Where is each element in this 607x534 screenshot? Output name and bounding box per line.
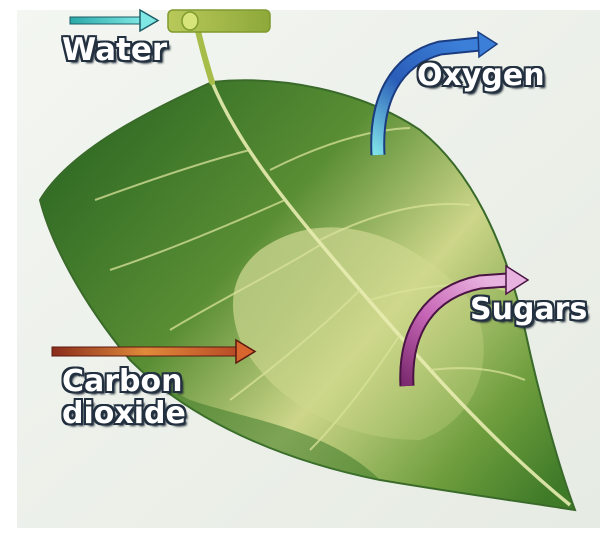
carbon-dioxide-label-line2: dioxide [62, 398, 186, 430]
water-label: Water [62, 34, 167, 67]
carbon-dioxide-label-line1: Carbon [62, 366, 186, 398]
carbon-dioxide-label: Carbon dioxide [62, 366, 186, 429]
oxygen-label: Oxygen [417, 60, 545, 92]
sugars-label: Sugars [470, 294, 587, 326]
